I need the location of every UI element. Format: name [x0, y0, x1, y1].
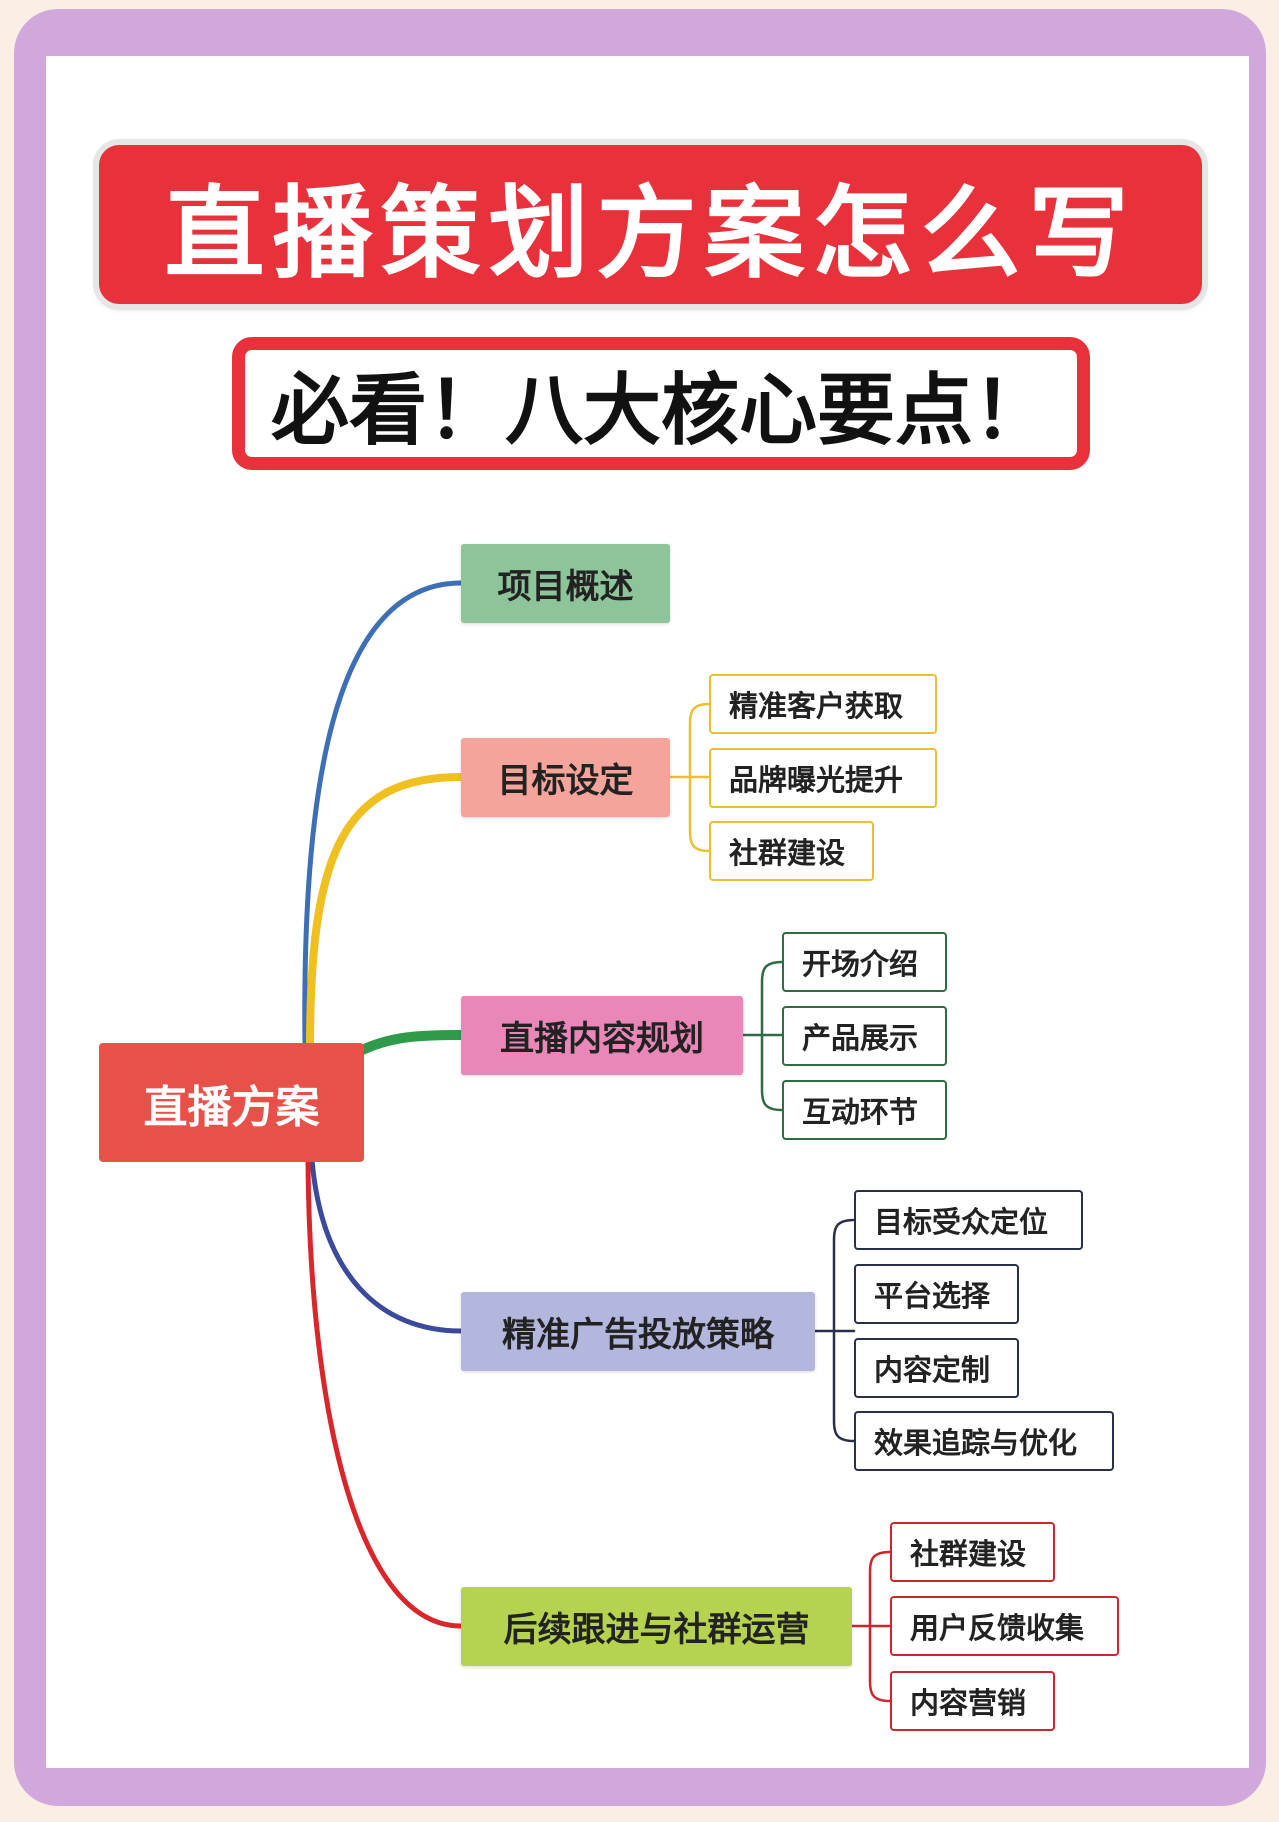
root-node[interactable]: 直播方案	[99, 1043, 364, 1162]
branch-project-overview[interactable]: 项目概述	[461, 544, 670, 623]
connector-goal-setting	[306, 773, 465, 1052]
connector-ad-strategy	[309, 1157, 464, 1334]
branch-follow-up[interactable]: 后续跟进与社群运营	[461, 1587, 852, 1666]
branch-goal-setting[interactable]: 目标设定	[461, 738, 670, 817]
child-node[interactable]: 社群建设	[890, 1522, 1055, 1582]
page-title: 直播策划方案怎么写	[99, 145, 1202, 304]
child-node[interactable]: 内容营销	[890, 1671, 1055, 1731]
child-node[interactable]: 产品展示	[782, 1006, 947, 1066]
bracket-ad-strategy	[813, 1218, 856, 1443]
bracket-content-planning	[741, 960, 784, 1112]
child-node[interactable]: 平台选择	[854, 1264, 1019, 1324]
child-node[interactable]: 开场介绍	[782, 932, 947, 992]
child-node[interactable]: 内容定制	[854, 1338, 1019, 1398]
connector-content-planning	[353, 1030, 466, 1057]
connector-follow-up	[305, 1159, 464, 1629]
branch-content-planning[interactable]: 直播内容规划	[461, 996, 743, 1075]
child-node[interactable]: 互动环节	[782, 1080, 947, 1140]
child-node[interactable]: 用户反馈收集	[890, 1596, 1119, 1656]
bracket-goal-setting	[668, 702, 711, 853]
page-subtitle: 必看！八大核心要点！	[232, 337, 1090, 470]
connector-project-overview	[302, 580, 464, 1048]
bracket-follow-up	[850, 1550, 892, 1703]
child-node[interactable]: 目标受众定位	[854, 1190, 1083, 1250]
child-node[interactable]: 品牌曝光提升	[709, 748, 937, 808]
branch-ad-strategy[interactable]: 精准广告投放策略	[461, 1292, 815, 1371]
child-node[interactable]: 社群建设	[709, 821, 874, 881]
child-node[interactable]: 效果追踪与优化	[854, 1411, 1114, 1471]
child-node[interactable]: 精准客户获取	[709, 674, 937, 734]
